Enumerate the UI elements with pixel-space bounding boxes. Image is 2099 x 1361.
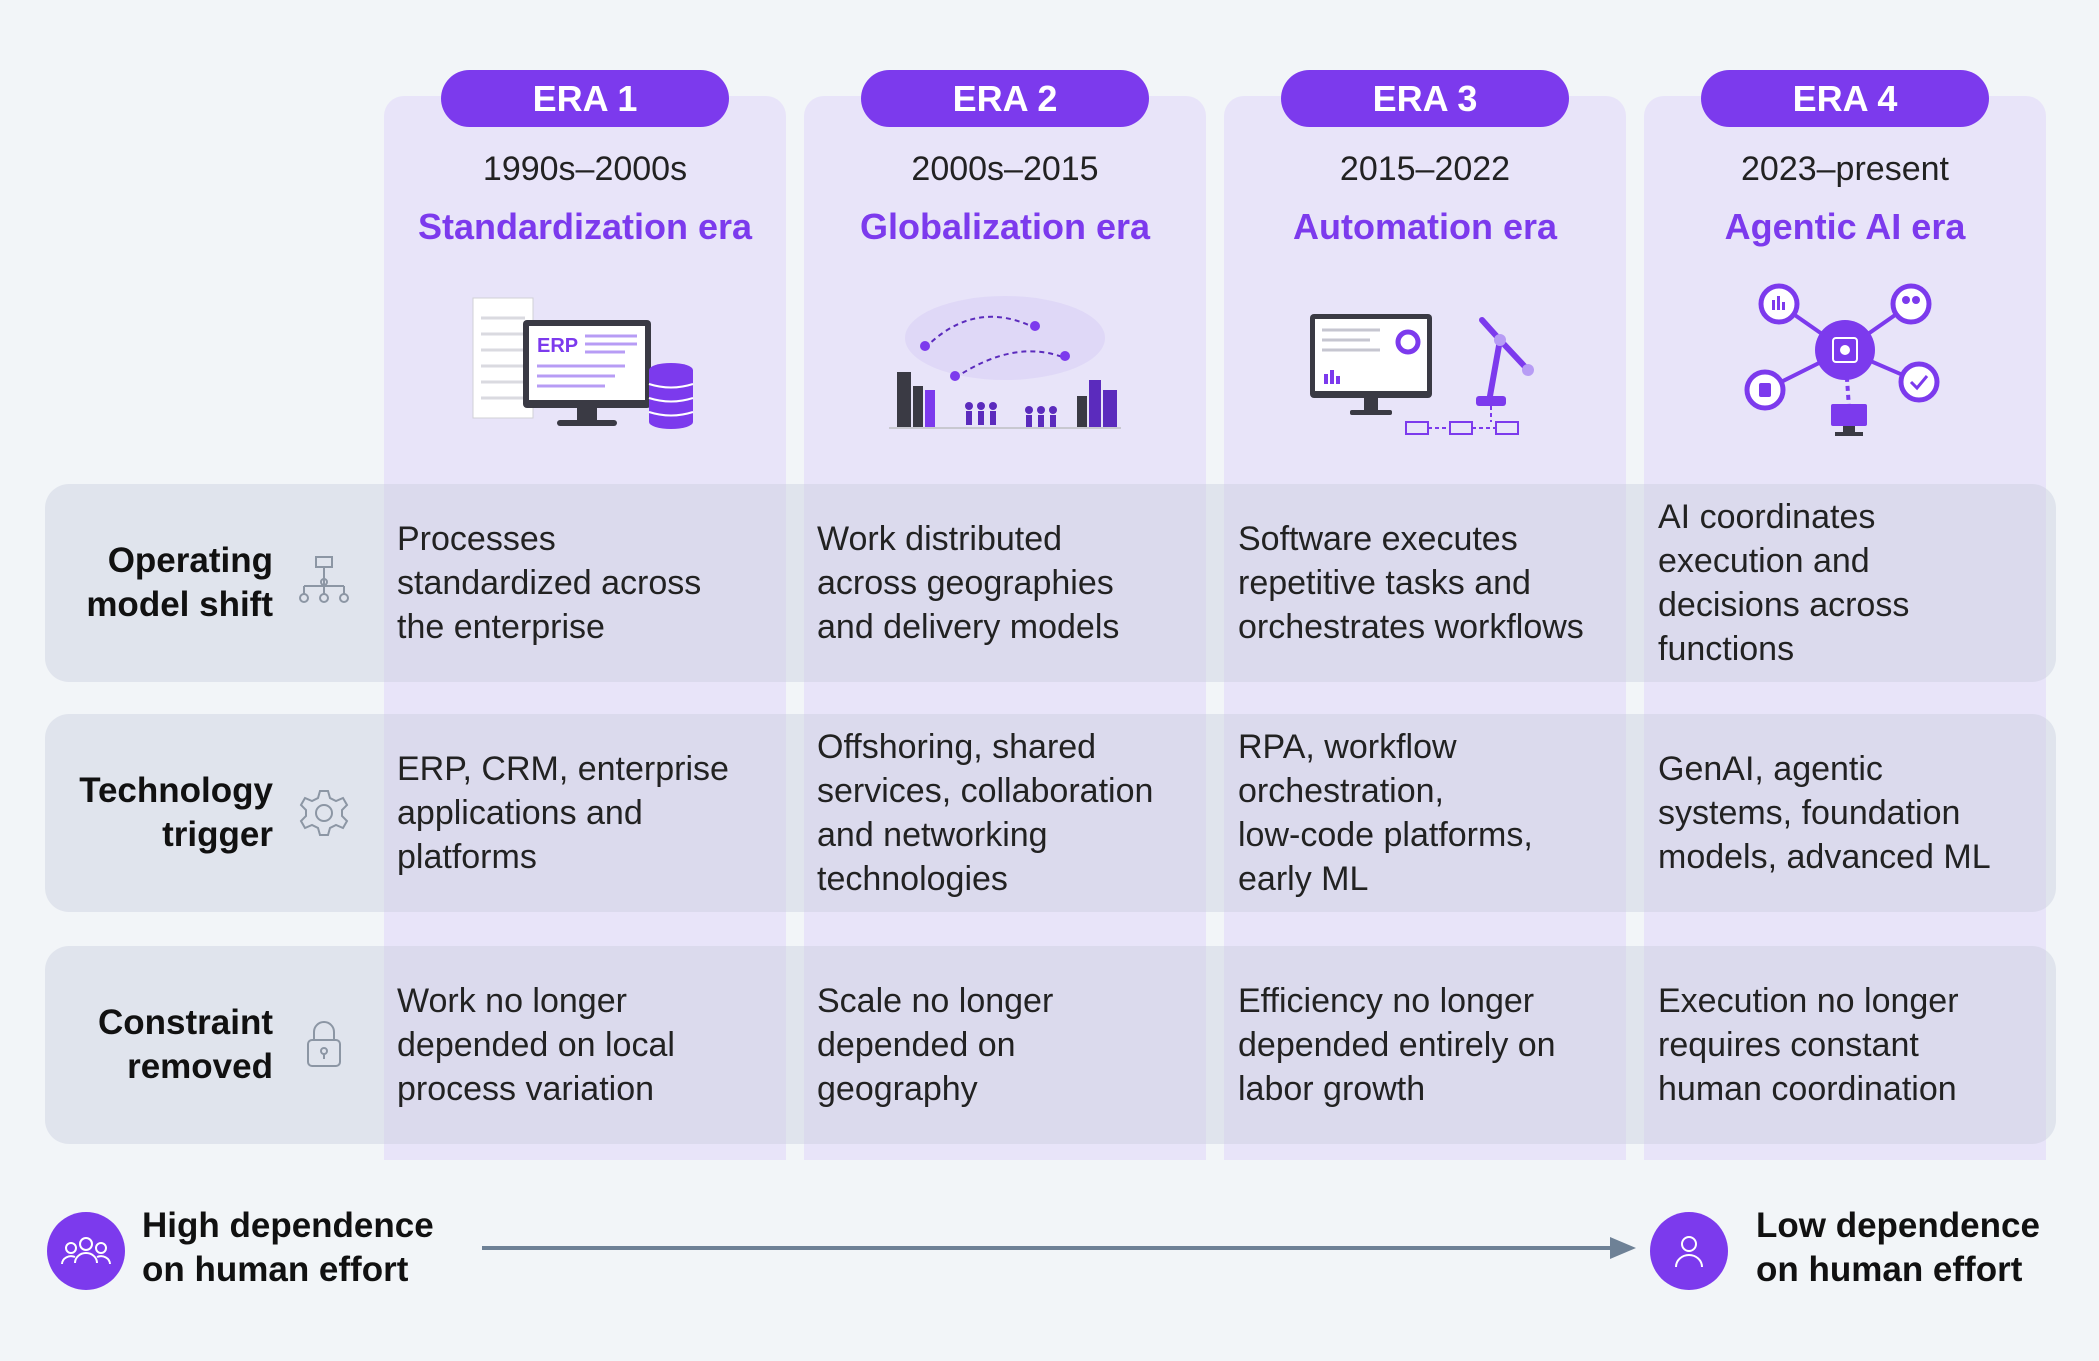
row-band-constraint-removed (45, 946, 2056, 1144)
lock-icon (296, 1016, 352, 1072)
era-years: 2000s–2015 (911, 150, 1099, 188)
org-chart-icon (296, 554, 352, 610)
era-badge: ERA 1 (441, 70, 729, 127)
era-column-2 (804, 96, 1206, 1160)
era-title: Standardization era (417, 206, 753, 247)
row-band-technology-trigger (45, 714, 2056, 912)
row-band-operating-model (45, 484, 2056, 682)
ai-chip-network-icon (1644, 278, 2046, 438)
era-badge: ERA 3 (1281, 70, 1569, 127)
gear-icon (296, 785, 352, 841)
monitor-robot-arm-workflow-icon (1224, 278, 1626, 438)
era-badge: ERA 4 (1701, 70, 1989, 127)
svg-text:ERP: ERP (537, 335, 578, 357)
era-column-1 (384, 96, 786, 1160)
era-title: Automation era (1292, 206, 1558, 247)
era-badge: ERA 2 (861, 70, 1149, 127)
era-title: Globalization era (859, 206, 1151, 247)
era-years: 2023–present (1741, 150, 1949, 188)
era-column-4 (1644, 96, 2046, 1160)
era-title: Agentic AI era (1724, 206, 1966, 247)
era-column-3 (1224, 96, 1626, 1160)
progress-arrow (482, 1236, 1638, 1260)
single-person-icon (1650, 1212, 1728, 1290)
era-years: 1990s–2000s (482, 150, 688, 188)
erp-computer-database-icon: ERP (384, 278, 786, 438)
group-people-icon (47, 1212, 125, 1290)
era-years: 2015–2022 (1339, 150, 1511, 188)
world-map-cities-people-icon (804, 278, 1206, 438)
